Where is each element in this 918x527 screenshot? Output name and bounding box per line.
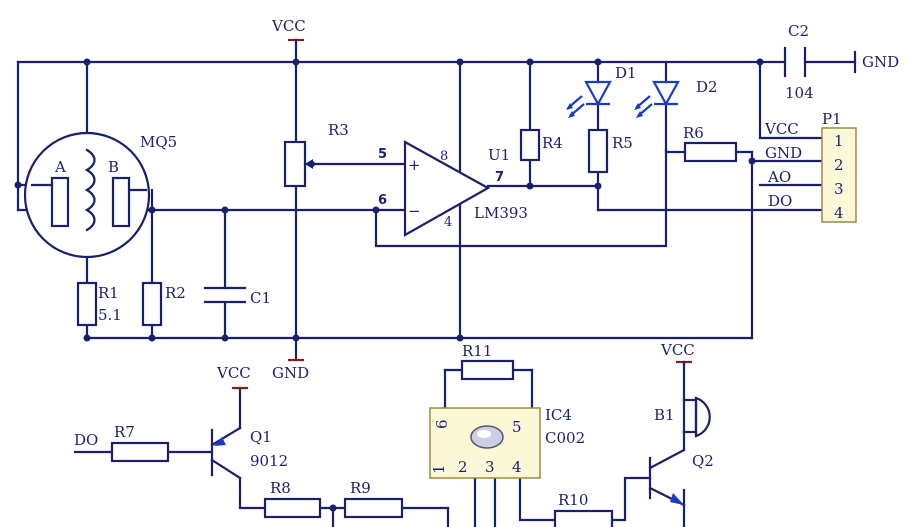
vcc-q1-label: VCC	[216, 364, 251, 382]
d1-label: D1	[615, 64, 637, 82]
q2-transistor: Q2	[648, 448, 714, 507]
r10-resistor: R10	[553, 491, 614, 527]
r7-resistor: R7	[110, 423, 170, 463]
d2-led: D2	[634, 78, 718, 118]
mq5-sensor: A B MQ5	[23, 131, 177, 259]
ic4-chip: 6 5 1 2 3 4 IC4 C002	[429, 406, 585, 479]
power-labels: VCC GND GND VCC VCC	[216, 17, 899, 382]
r10-label: R10	[558, 491, 588, 509]
do-input-label: DO	[74, 431, 98, 449]
pin4-label: 4	[444, 215, 452, 230]
pin6-label: 6	[378, 193, 387, 208]
ic4-part: C002	[545, 429, 585, 447]
p1-gnd-label: GND	[765, 144, 802, 162]
r1-value: 5.1	[98, 306, 122, 324]
r4-resistor: R4	[519, 128, 563, 162]
b1-label: B1	[654, 406, 675, 424]
r8-resistor: R8	[263, 479, 322, 519]
ic4-pin1: 1	[430, 464, 448, 474]
mq5-label: MQ5	[140, 133, 177, 151]
gnd-mid-label: GND	[272, 364, 309, 382]
r9-resistor: R9	[343, 479, 404, 519]
mq5-pin-b-label: B	[108, 158, 119, 176]
pin8-label: 8	[440, 149, 448, 164]
p1-do-label: DO	[768, 192, 792, 210]
b1-buzzer: B1	[654, 396, 711, 438]
p1-vcc-label: VCC	[764, 120, 799, 138]
ic4-pin3: 3	[485, 458, 495, 476]
c2-value: 104	[785, 84, 814, 102]
pin5-label: 5	[378, 147, 387, 162]
r5-resistor: R5	[587, 128, 633, 174]
r1-label: R1	[98, 284, 119, 302]
wires	[16, 38, 857, 527]
ic4-pin5: 5	[512, 418, 522, 436]
pin7-label: 7	[495, 170, 504, 185]
q1-part: 9012	[250, 452, 288, 470]
junctions	[14, 58, 764, 512]
d1-led: D1	[566, 64, 637, 118]
r8-label: R8	[270, 479, 291, 497]
lm393-label: LM393	[474, 204, 528, 222]
ic4-label: IC4	[545, 406, 572, 424]
gnd-c2-label: GND	[862, 53, 899, 71]
d2-label: D2	[696, 78, 718, 96]
q1-transistor: Q1 9012	[210, 426, 288, 492]
p1-pin3: 3	[834, 180, 844, 198]
r11-label: R11	[462, 342, 492, 360]
do-input: DO	[74, 431, 98, 449]
p1-pin4: 4	[834, 204, 844, 222]
p1-pin2: 2	[834, 156, 844, 174]
c2-capacitor: C2 104	[783, 22, 814, 102]
q1-label: Q1	[250, 428, 272, 446]
r3-potentiometer: R3	[283, 121, 349, 188]
r2-label: R2	[165, 284, 186, 302]
r9-label: R9	[350, 479, 371, 497]
ic4-pin6: 6	[433, 419, 451, 429]
plus-sign: +	[408, 156, 421, 174]
ic4-pin4: 4	[512, 458, 522, 476]
vcc-b1-label: VCC	[660, 341, 695, 359]
p1-ao-label: AO	[767, 168, 791, 186]
lm393-comparator: + − 5 6 7 8 4 U1 LM393	[378, 140, 528, 237]
r4-label: R4	[542, 134, 563, 152]
u1-label: U1	[488, 146, 510, 164]
mq5-pin-a-label: A	[54, 158, 66, 176]
vcc-top-label: VCC	[271, 17, 306, 35]
r11-resistor: R11	[460, 342, 515, 381]
p1-pin1: 1	[834, 132, 844, 150]
r6-label: R6	[683, 124, 704, 142]
r3-label: R3	[328, 121, 349, 139]
r7-label: R7	[114, 423, 135, 441]
p1-label: P1	[822, 110, 842, 128]
ic4-pin2: 2	[458, 458, 468, 476]
r6-resistor: R6	[683, 124, 738, 163]
r5-label: R5	[612, 134, 633, 152]
minus-sign: −	[408, 202, 421, 220]
r1-resistor: R1 5.1	[76, 281, 122, 327]
p1-connector: P1 1 2 3 4 VCC GND AO DO	[764, 110, 857, 223]
c1-capacitor: C1	[203, 286, 271, 307]
c1-label: C1	[250, 289, 271, 307]
r2-resistor: R2	[141, 281, 186, 327]
q2-label: Q2	[692, 452, 714, 470]
c2-label: C2	[788, 22, 809, 40]
